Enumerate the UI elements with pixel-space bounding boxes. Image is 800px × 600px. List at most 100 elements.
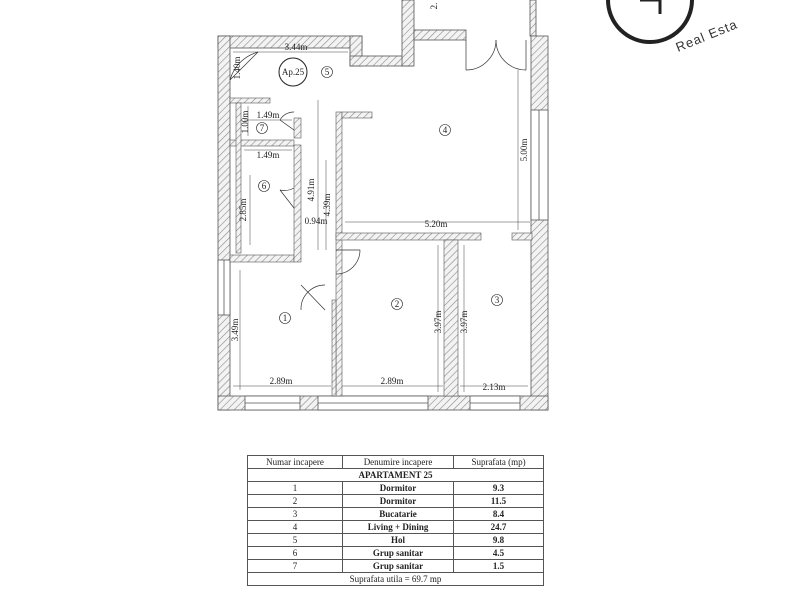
wall-wc-inner: [235, 102, 242, 254]
table-row: 7 Grup sanitar 1.5: [247, 559, 544, 573]
walls: [217, 0, 549, 411]
wall-right: [530, 35, 549, 411]
dim-hol-width: 3.44m: [285, 42, 308, 52]
row-area: 4.5: [453, 546, 544, 560]
table-title: APARTAMENT 25: [247, 468, 544, 482]
room-numbers: [256, 66, 503, 324]
wall-room2-room3: [443, 239, 459, 397]
row-name: Grup sanitar: [341, 559, 455, 573]
dim-wc6-width: 1.49m: [257, 150, 280, 160]
row-area: 11.5: [453, 494, 544, 508]
dim-top-partial: 2.: [429, 3, 439, 10]
room-5-number: 5: [325, 67, 330, 77]
door-wc6-leaf: [279, 189, 295, 209]
dimension-lines: [233, 51, 530, 392]
dim-wc7-height: 1.00m: [240, 111, 250, 134]
wall-top-right-post: [529, 0, 537, 37]
dim-room1-height: 3.49m: [230, 319, 240, 342]
doors: [229, 39, 527, 311]
room-2-circle: [391, 298, 403, 310]
row-name: Dormitor: [341, 481, 455, 495]
windows: [217, 109, 549, 411]
door-room1-leaf: [300, 284, 326, 311]
dim-wc7-width: 1.49m: [257, 110, 280, 120]
door-entry-leaf: [229, 51, 259, 81]
row-area: 9.3: [453, 481, 544, 495]
company-logo: Real Esta: [606, 0, 740, 55]
row-area: 9.8: [453, 533, 544, 547]
wall-hall-upper: [293, 117, 302, 139]
wall-wc6-top: [229, 139, 295, 147]
dim-room2-width: 2.89m: [381, 376, 404, 386]
wall-wc7-top: [229, 97, 271, 104]
row-name: Bucatarie: [341, 507, 455, 521]
row-number: 6: [247, 546, 343, 560]
wall-living-bottom: [335, 232, 482, 241]
door-wc7-leaf: [279, 119, 295, 131]
window-right: [530, 109, 549, 221]
dim-room3-height: 3.97m: [459, 311, 469, 334]
room-3-number: 3: [495, 295, 500, 305]
room-5-circle: [321, 66, 333, 78]
room-1-number: 1: [283, 313, 288, 323]
wall-top-middle: [413, 29, 467, 41]
logo-circle: [606, 0, 694, 44]
wall-left: [217, 35, 231, 411]
table-row: 3 Bucatarie 8.4: [247, 507, 544, 521]
wall-room1-top: [229, 254, 295, 263]
row-name: Dormitor: [341, 494, 455, 508]
dim-wc6-height: 2.85m: [238, 199, 248, 222]
wall-living-left: [335, 111, 343, 397]
row-area: 8.4: [453, 507, 544, 521]
row-number: 2: [247, 494, 343, 508]
table-footer-row: Suprafata utila = 69.7 mp: [247, 572, 544, 586]
col-header-number: Numar incapere: [247, 455, 343, 469]
row-number: 1: [247, 481, 343, 495]
table-row: 4 Living + Dining 24.7: [247, 520, 544, 534]
dim-hol-narrow: 0.94m: [305, 216, 328, 226]
table-row: 1 Dormitor 9.3: [247, 481, 544, 495]
room-6-circle: [258, 180, 270, 192]
wall-room1-room2: [331, 299, 337, 397]
interior-walls: [229, 97, 533, 397]
col-header-name: Denumire incapere: [341, 455, 455, 469]
apartment-label: Ap.25: [282, 67, 305, 77]
table-row: 5 Hol 9.8: [247, 533, 544, 547]
row-area: 1.5: [453, 559, 544, 573]
row-name: Hol: [341, 533, 455, 547]
table-footer: Suprafata utila = 69.7 mp: [247, 572, 544, 586]
floor-plan: Ap.25 3.44m 1.40m 1.49m 1.00m 1.49m 2.85…: [217, 0, 740, 411]
room-7-circle: [256, 122, 268, 134]
table-row: 6 Grup sanitar 4.5: [247, 546, 544, 560]
room-1-circle: [279, 312, 291, 324]
room-table: Numar incapere Denumire incapere Suprafa…: [247, 455, 544, 586]
row-area: 24.7: [453, 520, 544, 534]
dim-room1-width: 2.89m: [270, 376, 293, 386]
room-number-labels: 1 2 3 4 5 6 7: [260, 67, 500, 323]
door-entry-arc: [229, 51, 259, 81]
col-header-area: Suprafata (mp): [453, 455, 544, 469]
dim-living-height: 5.00m: [519, 139, 529, 162]
room-3-circle: [491, 294, 503, 306]
wall-living-notch: [341, 111, 373, 119]
row-number: 5: [247, 533, 343, 547]
table-row: 2 Dormitor 11.5: [247, 494, 544, 508]
wall-top-column: [401, 0, 415, 67]
dimension-labels: 3.44m 1.40m 1.49m 1.00m 1.49m 2.85m 4.91…: [230, 3, 529, 392]
dim-hol-length: 4.91m: [306, 179, 316, 202]
room-4-number: 4: [443, 125, 448, 135]
room-2-number: 2: [395, 299, 400, 309]
table-header-row: Numar incapere Denumire incapere Suprafa…: [247, 455, 544, 469]
wall-hall-left: [293, 144, 302, 263]
table-title-row: APARTAMENT 25: [247, 468, 544, 482]
wall-living-bottom-right: [511, 232, 533, 241]
dim-room2-height: 3.97m: [433, 311, 443, 334]
dim-hol-length2: 4.39m: [322, 194, 332, 217]
row-name: Grup sanitar: [341, 546, 455, 560]
row-number: 7: [247, 559, 343, 573]
dim-hol-small: 1.40m: [232, 57, 242, 80]
dim-living-width: 5.20m: [425, 219, 448, 229]
row-number: 4: [247, 520, 343, 534]
apartment-circle: [278, 57, 308, 87]
row-number: 3: [247, 507, 343, 521]
